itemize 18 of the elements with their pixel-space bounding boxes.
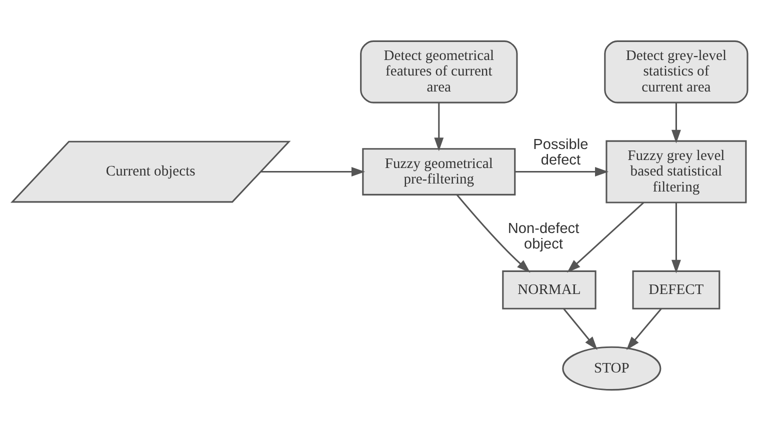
node-box: Detect grey-level statistics of current area [604, 40, 748, 103]
arrow [567, 202, 644, 272]
arrow [260, 166, 366, 176]
edge-label: Non-defect object [508, 220, 580, 252]
arrow [456, 194, 530, 272]
arrow [671, 202, 681, 273]
node-box: Fuzzy grey level based statistical filtering [606, 140, 747, 203]
node-ellipse: STOP [562, 346, 662, 390]
node-box: DEFECT [632, 270, 720, 309]
arrow [514, 166, 609, 176]
edge-label: Possible defect [533, 136, 588, 168]
arrow [563, 308, 598, 350]
arrow [626, 308, 662, 350]
node-box: NORMAL [502, 270, 596, 309]
arrow [434, 102, 444, 151]
node-box: Detect geometrical features of current area [360, 40, 518, 103]
node-box: Fuzzy geometrical pre-filtering [362, 148, 516, 195]
arrow [671, 102, 681, 143]
